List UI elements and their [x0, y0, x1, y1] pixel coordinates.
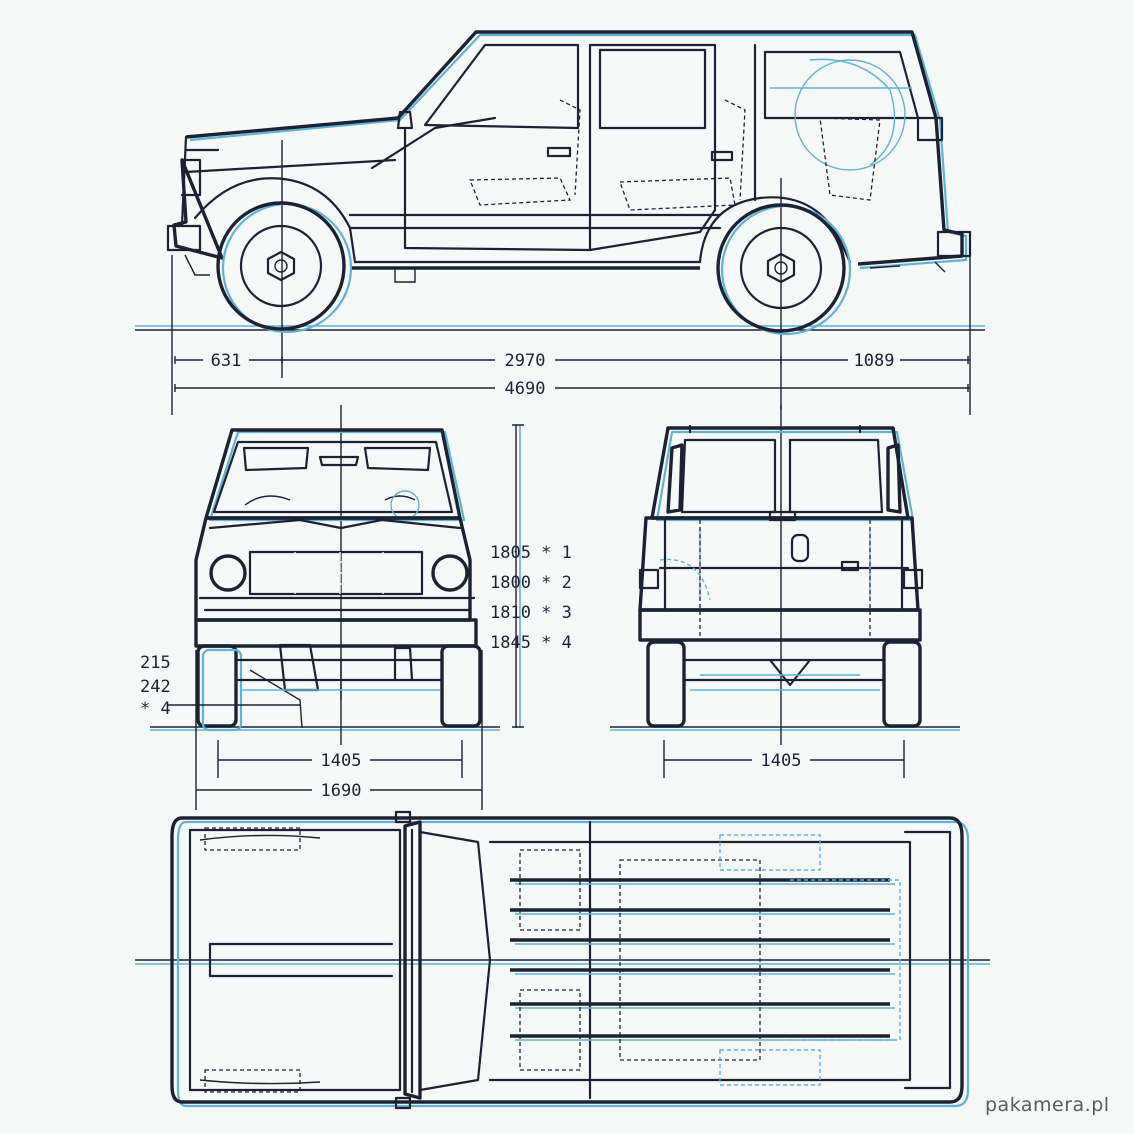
overall-width: 1690: [321, 781, 362, 801]
rear-view: 1405: [610, 405, 960, 778]
clearance-2: 242: [140, 677, 171, 697]
front-wheel: [216, 201, 353, 334]
watermark: pakamera.pl: [985, 1094, 1110, 1116]
height-variant-3: 1810 * 3: [490, 603, 572, 623]
side-view: 631 2970 1089 4690: [135, 30, 985, 415]
front-view: 1805 * 1 1800 * 2 1810 * 3 1845 * 4 215 …: [140, 405, 572, 810]
clearance-1: 215: [140, 653, 171, 673]
height-variant-2: 1800 * 2: [490, 573, 572, 593]
dim-rear-overhang: 1089: [854, 351, 895, 371]
height-variant-4: 1845 * 4: [490, 633, 572, 653]
front-track: 1405: [321, 751, 362, 771]
rear-wheel: [716, 203, 852, 336]
rear-track: 1405: [761, 751, 802, 771]
dim-wheelbase: 2970: [505, 351, 546, 371]
height-variant-1: 1805 * 1: [490, 543, 572, 563]
dim-front-overhang: 631: [211, 351, 242, 371]
clearance-3: * 4: [140, 699, 171, 719]
top-view: [135, 810, 990, 1110]
dim-overall-length: 4690: [505, 379, 546, 399]
